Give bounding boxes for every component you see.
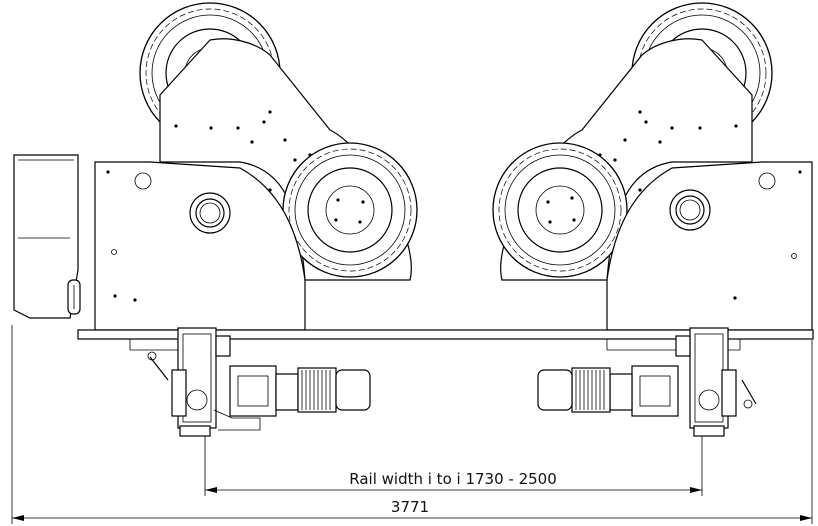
right-motor: [537, 369, 573, 411]
base-plate: [77, 329, 814, 340]
left-pivot-ring: [189, 192, 231, 234]
overall-width-label: 3771: [391, 498, 429, 516]
left-side-frame: [94, 161, 306, 331]
rail-width-dimension: Rail width i to i 1730 - 2500: [204, 436, 703, 496]
rail-width-label: Rail width i to i 1730 - 2500: [349, 470, 557, 488]
left-frame-hole: [134, 172, 152, 190]
right-side-frame: [606, 161, 813, 331]
right-drive-unit: [537, 327, 757, 437]
left-motor: [335, 369, 371, 411]
right-frame-hole: [758, 172, 776, 190]
control-box: [13, 154, 81, 319]
right-lower-wheel: [492, 142, 628, 278]
right-pivot-ring: [669, 189, 711, 231]
overall-width-dimension: 3771: [11, 325, 813, 524]
left-roller-assembly: [13, 2, 418, 331]
right-roller-assembly: [492, 2, 813, 331]
right-arm-holes: [598, 110, 738, 192]
left-lower-wheel: [282, 142, 418, 278]
left-drive-unit: [147, 327, 371, 437]
